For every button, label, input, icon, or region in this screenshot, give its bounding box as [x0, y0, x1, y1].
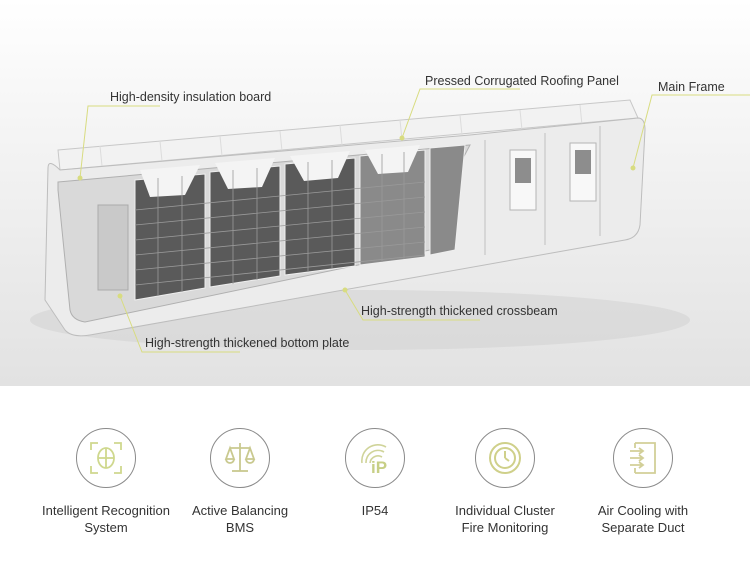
electrical-cabinet [97, 204, 129, 291]
container-doors [484, 126, 601, 255]
ip-icon: iP [361, 444, 387, 477]
scale-icon [224, 443, 256, 472]
feature-label: IP54 [361, 503, 389, 518]
feature-label: Intelligent Recognition [42, 503, 170, 518]
feature-ip54: iP IP54 [300, 428, 450, 519]
container-drawing [30, 88, 750, 353]
feature-label: Separate Duct [601, 520, 685, 535]
feature-label: Individual Cluster [455, 503, 555, 518]
corrugation [99, 104, 583, 167]
callout-bottom-plate: High-strength thickened bottom plate [145, 336, 350, 350]
leader-lines [79, 88, 750, 353]
leader-dots [77, 135, 636, 299]
feature-label: Fire Monitoring [461, 520, 549, 535]
feature-label: Active Balancing [191, 503, 289, 518]
feature-label: Air Cooling with [597, 503, 689, 518]
duct-icon [630, 442, 656, 474]
feature-label: System [84, 520, 128, 535]
gauge-icon [489, 442, 521, 474]
callout-main-frame: Main Frame [658, 80, 725, 94]
product-illustration: High-density insulation board Pressed Co… [0, 0, 750, 386]
feature-label: BMS [225, 520, 255, 535]
rack-grid [134, 152, 426, 296]
svg-text:iP: iP [371, 458, 387, 477]
callout-roofing-panel: Pressed Corrugated Roofing Panel [425, 74, 619, 88]
callout-crossbeam: High-strength thickened crossbeam [361, 304, 558, 318]
recognition-icon [90, 442, 122, 474]
callout-insulation-board: High-density insulation board [110, 90, 272, 104]
